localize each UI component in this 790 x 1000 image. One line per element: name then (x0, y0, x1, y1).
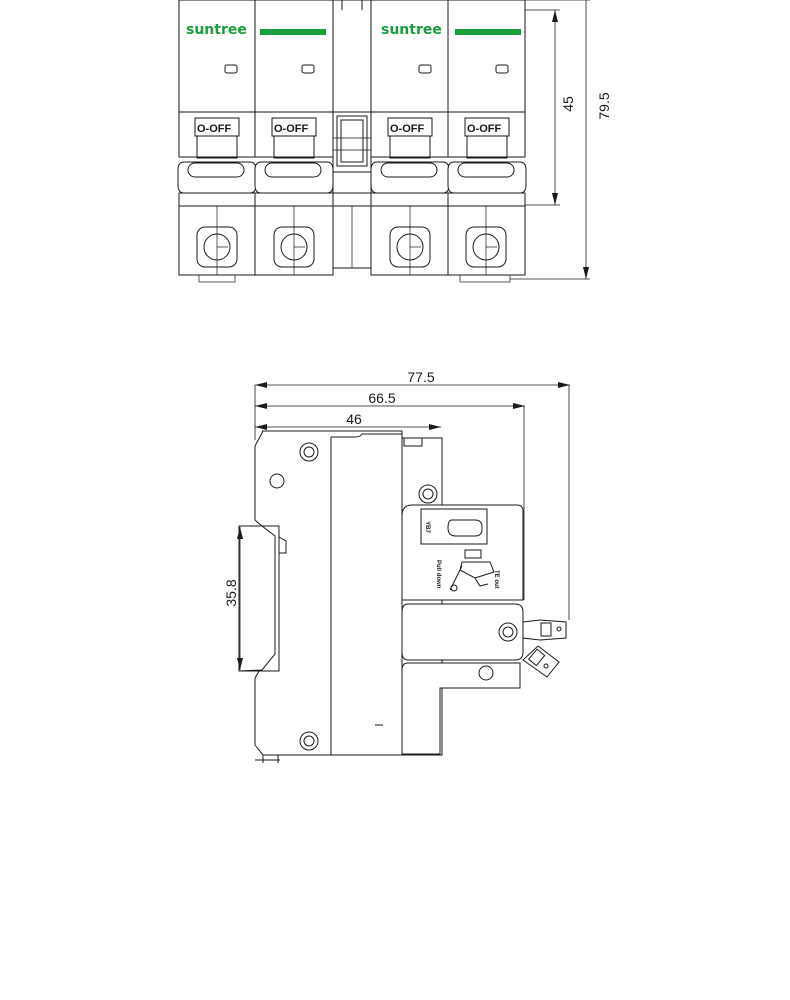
pole-3: suntree O-OFF (370, 0, 450, 276)
side-screw-top (299, 442, 319, 462)
brand-logo-1: suntree (186, 22, 247, 38)
pole-coupling (332, 0, 372, 269)
dimension-window-height: 45 (525, 9, 576, 206)
front-view: suntree O-OFF O-OFF (177, 0, 612, 283)
padlock-tab-lower (522, 645, 560, 678)
dimension-overall-depth-label: 77.5 (407, 369, 434, 385)
pole-4: O-OFF (447, 0, 527, 283)
side-view: 77.5 66.5 46 (223, 369, 570, 763)
indicator-slot-1 (224, 64, 238, 74)
pull-down-symbol: Pull down TE out (435, 549, 499, 592)
brand-bar-2 (260, 29, 326, 35)
dimension-din-rail-label: 35.8 (223, 579, 239, 606)
dimension-total-height-label: 79.5 (596, 92, 612, 119)
brand-logo-3: suntree (381, 22, 442, 38)
pole-1: suntree O-OFF (177, 0, 257, 283)
switch-label-2: O-OFF (274, 123, 308, 135)
switch-label-3: O-OFF (390, 123, 424, 135)
indicator-slot-2 (301, 64, 315, 74)
dimension-handle-depth-label: 66.5 (368, 390, 395, 406)
handle-label: YB7 (424, 521, 430, 533)
side-front-section: YB7 Pull down TE out (401, 437, 535, 756)
dimension-total-height: 79.5 (510, 0, 612, 280)
test-label: TE out (493, 570, 499, 589)
pole-2: O-OFF (254, 0, 334, 276)
padlock-tab-upper (522, 619, 567, 641)
side-screw-bottom (299, 731, 319, 751)
dimension-overall-depth: 77.5 (255, 369, 570, 620)
dimension-handle-depth: 66.5 (255, 390, 525, 600)
indicator-slot-3 (418, 64, 432, 74)
brand-bar-4 (455, 29, 521, 35)
indicator-slot-4 (495, 64, 509, 74)
dimension-body-depth-label: 46 (346, 411, 362, 427)
switch-label-1: O-OFF (197, 123, 231, 135)
pull-down-label: Pull down (435, 560, 441, 589)
dimension-body-depth: 46 (254, 385, 441, 440)
switch-label-4: O-OFF (467, 123, 501, 135)
dimension-window-height-label: 45 (560, 96, 576, 112)
dimension-din-rail: 35.8 (223, 527, 243, 670)
side-body (238, 430, 403, 763)
